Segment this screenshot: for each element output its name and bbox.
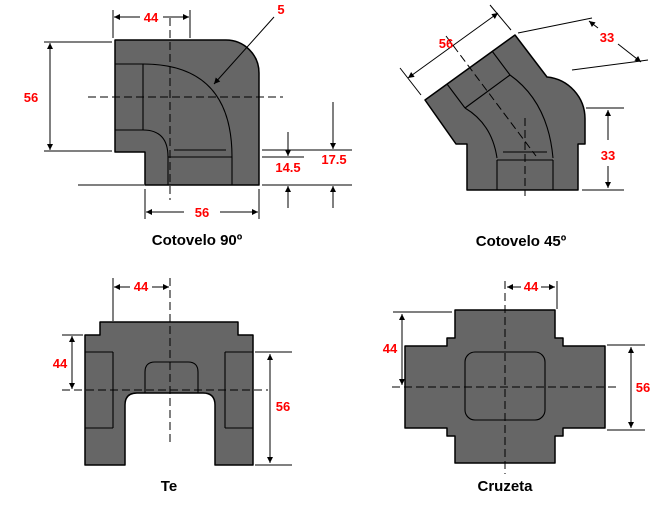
cotovelo90-body — [114, 39, 260, 186]
dimension-arrow — [617, 43, 642, 63]
dimension-value: 56 — [195, 205, 209, 220]
cotovelo45-socket-line — [446, 83, 466, 109]
cruzeta-dim-left: 44 — [383, 311, 452, 385]
cotovelo45-label: Cotovelo 45º — [476, 233, 567, 250]
dimension-arrow — [407, 12, 499, 79]
cotovelo90-dim-socket-depth: 14.5 — [262, 132, 352, 208]
extension-line — [517, 17, 593, 34]
figure-cotovelo-90: 44 5 56 14.5 17.5 — [24, 2, 352, 249]
dimension-value: 5 — [277, 2, 284, 17]
dimension-value: 44 — [134, 279, 149, 294]
cruzeta-dim-top: 44 — [507, 279, 558, 309]
te-body — [84, 321, 254, 466]
dimension-arrow — [588, 20, 599, 29]
dimension-value: 17.5 — [321, 152, 346, 167]
figure-cruzeta: 44 44 56 Cruzeta — [383, 279, 650, 495]
cotovelo45-dim-face: 56 — [399, 4, 512, 96]
cotovelo90-dim-top: 44 — [112, 10, 191, 38]
cotovelo90-dim-radius: 5 — [213, 2, 285, 85]
dimension-value: 56 — [24, 90, 38, 105]
extension-line — [399, 67, 422, 96]
te-dim-left: 44 — [53, 334, 83, 389]
cotovelo90-label: Cotovelo 90º — [152, 232, 243, 249]
cruzeta-dim-right: 56 — [607, 344, 650, 431]
cotovelo90-dim-bottom: 56 — [144, 189, 260, 220]
cruzeta-label: Cruzeta — [477, 478, 533, 495]
cotovelo45-bend-outer-arc — [509, 74, 554, 159]
dimension-value: 44 — [144, 10, 159, 25]
te-dim-top: 44 — [112, 278, 169, 321]
figure-cotovelo-45: 56 33 33 Cotovelo 45º — [399, 4, 649, 250]
dimension-value: 44 — [383, 341, 398, 356]
te-label: Te — [161, 478, 177, 495]
dimension-value: 56 — [636, 380, 650, 395]
cotovelo45-body — [424, 34, 586, 191]
te-branch-bore — [144, 361, 199, 393]
dimension-value: 44 — [524, 279, 539, 294]
cotovelo90-dim-end-depth: 17.5 — [262, 102, 352, 208]
dimension-value: 33 — [600, 30, 614, 45]
dimension-value: 33 — [601, 148, 615, 163]
leader-line — [213, 16, 275, 85]
figure-te: 44 44 56 Te — [53, 278, 292, 495]
dimension-value: 44 — [53, 356, 68, 371]
dimension-value: 14.5 — [275, 160, 300, 175]
cotovelo90-bend-inner-arc — [142, 129, 169, 158]
cotovelo90-bend-outer-arc — [142, 63, 233, 158]
cotovelo45-socket-shoulder — [464, 74, 511, 109]
dimension-value: 56 — [276, 399, 290, 414]
cotovelo45-dim-lower: 33 — [582, 107, 624, 191]
te-dim-right: 56 — [255, 351, 292, 466]
cotovelo90-dim-left: 56 — [24, 41, 112, 152]
cotovelo45-bend-inner-arc — [464, 107, 498, 159]
dimension-value: 56 — [439, 36, 453, 51]
cotovelo45-dim-upper: 33 — [517, 17, 649, 71]
extension-line — [489, 4, 512, 31]
extension-line — [571, 59, 649, 71]
